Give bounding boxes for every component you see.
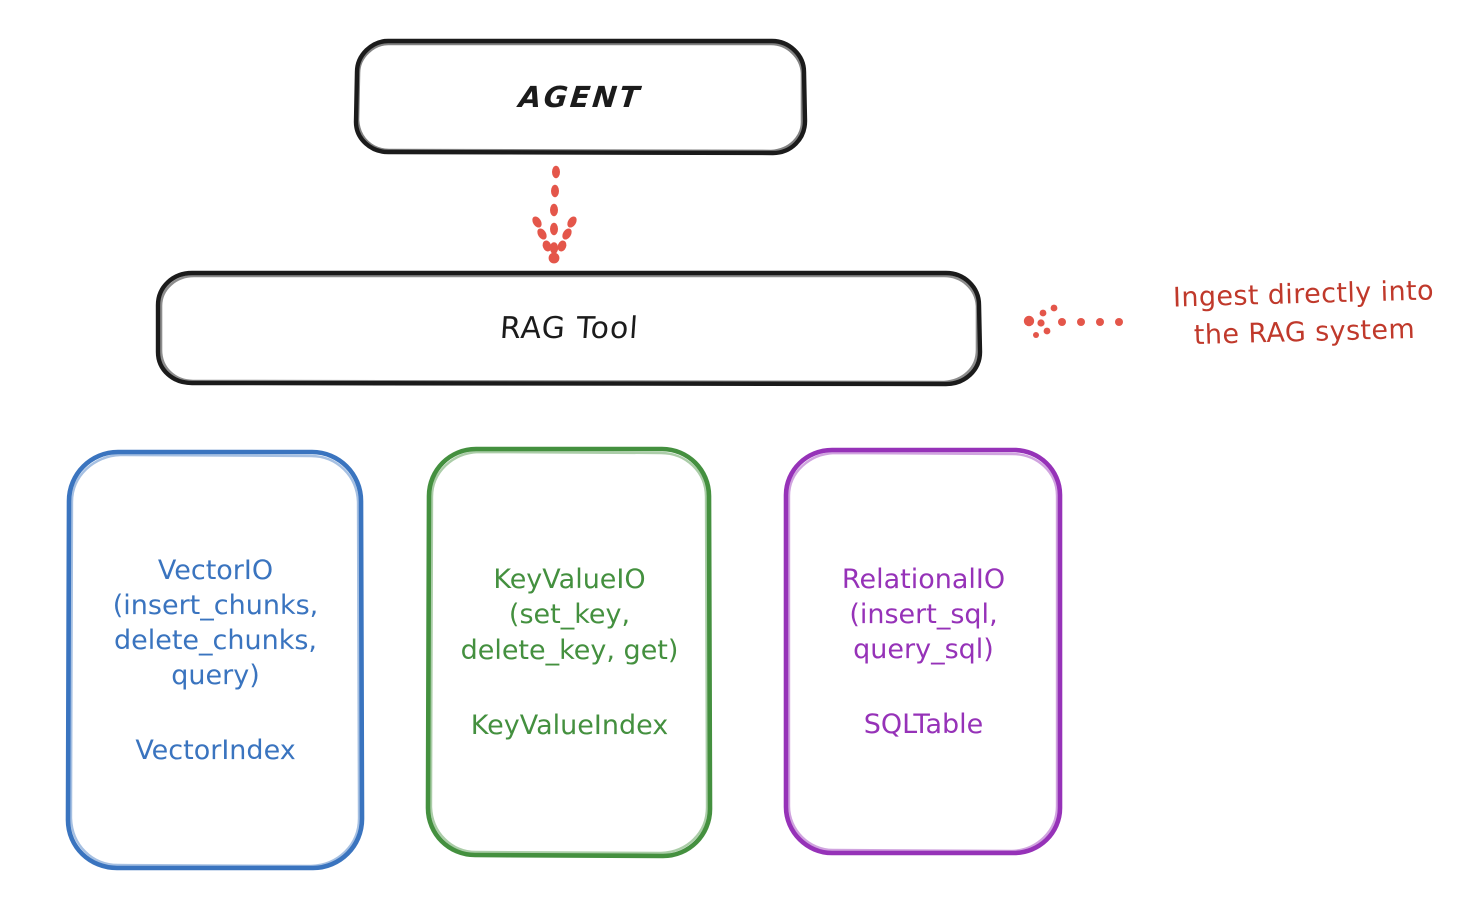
vector-io-index-label: VectorIndex (135, 735, 296, 767)
node-rag-tool[interactable]: RAG Tool (158, 272, 980, 384)
vector-io-api-label: VectorIO (insert_chunks, delete_chunks, … (112, 554, 319, 692)
agent-box-outline (353, 38, 808, 156)
rag-tool-box-outline (155, 270, 983, 387)
node-vector-io[interactable]: VectorIO (insert_chunks, delete_chunks, … (68, 450, 363, 869)
vector-io-box-outline (65, 449, 365, 871)
rag-tool-label: RAG Tool (498, 310, 640, 346)
relational-io-index-label: SQLTable (863, 709, 984, 741)
key-value-io-index-label: KeyValueIndex (470, 709, 669, 741)
node-key-value-io[interactable]: KeyValueIO (set_key, delete_key, get) Ke… (428, 447, 711, 856)
relational-io-box-outline (783, 447, 1063, 856)
ingest-to-rag-tool-connector (1023, 304, 1123, 338)
node-agent[interactable]: AGENT (356, 40, 805, 153)
agent-label: AGENT (517, 79, 644, 114)
ingest-annotation-text: Ingest directly into the RAG system (1172, 275, 1435, 352)
relational-io-api-label: RelationalIO (insert_sql, query_sql) (841, 563, 1006, 666)
agent-to-rag-tool-connector (532, 165, 577, 264)
key-value-io-box-outline (425, 446, 713, 859)
node-relational-io[interactable]: RelationalIO (insert_sql, query_sql) SQL… (786, 448, 1061, 854)
key-value-io-api-label: KeyValueIO (set_key, delete_key, get) (460, 564, 679, 666)
